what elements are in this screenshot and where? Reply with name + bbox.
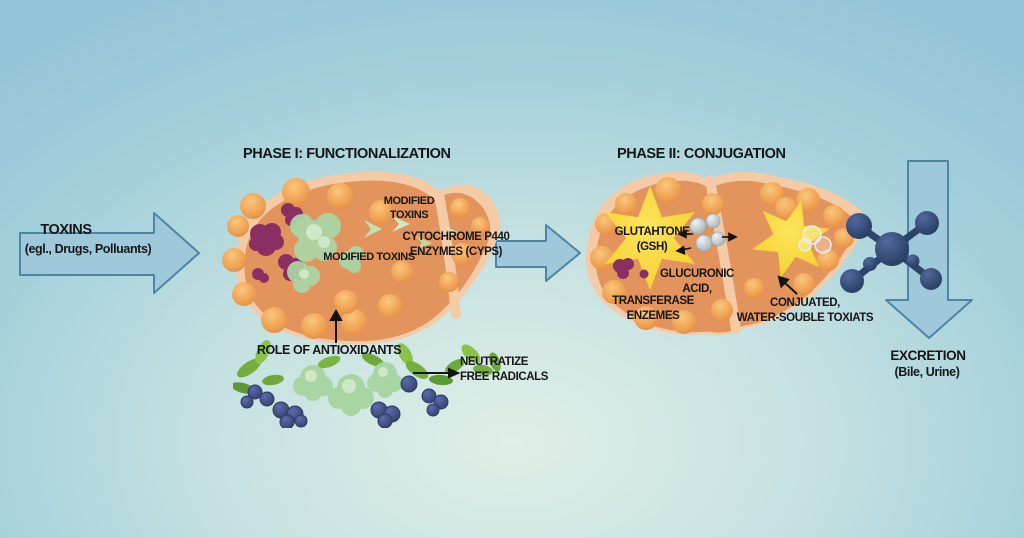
excretion-title: EXCRETION xyxy=(890,348,966,363)
cyp-enzyme-clusters xyxy=(287,213,458,293)
right-arrow-icon xyxy=(495,224,581,282)
antioxidants-title: ROLE OF ANTIOXIDANTS xyxy=(256,343,402,357)
transferase-enzymes-label: TRANSFERASE ENZEMES xyxy=(612,295,694,322)
toxins-title: TOXINS xyxy=(40,222,92,238)
phase2-title: PHASE II: CONJUGATION xyxy=(617,146,786,162)
conjugate-spheres xyxy=(689,213,726,252)
right-arrow-icon xyxy=(19,212,200,294)
leaves xyxy=(233,339,501,394)
phase-flow-arrow xyxy=(494,220,584,286)
molecule-icon xyxy=(840,211,942,293)
phase1-cytochrome-label: CYTOCHROME P440 ENZYMES (CYPS) xyxy=(402,231,510,258)
neutralize-free-radicals-label: NEUTRATIZE FREE RADICALS xyxy=(460,356,549,383)
glucuronic-acid-label: GLUCURONIC ACID, xyxy=(660,268,734,295)
phase1-modified-toxins-label: MODIFIED TOXINS xyxy=(383,195,435,222)
liver-phase1-icon xyxy=(222,171,501,345)
excretion-subtitle: (Bile, Urine) xyxy=(894,365,960,379)
reaction-arrows xyxy=(675,229,738,256)
liver-phase1-illustration xyxy=(206,164,504,352)
orange-bubbles xyxy=(222,178,489,339)
antioxidant-clusters xyxy=(293,362,403,416)
glutathione-label: GLUTAHTONE (GSH) xyxy=(614,226,690,253)
toxin-blobs xyxy=(249,203,305,283)
blueberries xyxy=(240,375,449,428)
toxin-molecule-illustration xyxy=(835,180,955,300)
water-soluble-bubbles xyxy=(798,225,832,254)
toxins-flow-arrow xyxy=(18,208,204,296)
down-arrow-icon xyxy=(885,160,973,339)
modified-toxin-shards xyxy=(364,216,458,250)
conjugated-toxins-label: CONJUATED, WATER-SOUBLE TOXIATS xyxy=(736,297,874,324)
toxins-subtitle: (egl., Drugs, Polluants) xyxy=(24,242,152,256)
phase1-title: PHASE I: FUNCTIONALIZATION xyxy=(243,146,451,162)
excretion-arrow xyxy=(880,158,978,342)
orange-bubbles xyxy=(590,177,854,334)
plants-berries-icon xyxy=(233,339,501,428)
toxin-blobs xyxy=(613,258,649,279)
phase1-modified-toxins-inline-label: MODIFIED TOXINS xyxy=(323,251,415,263)
liver-cleft xyxy=(434,189,461,319)
antioxidant-plants-illustration xyxy=(233,336,525,428)
